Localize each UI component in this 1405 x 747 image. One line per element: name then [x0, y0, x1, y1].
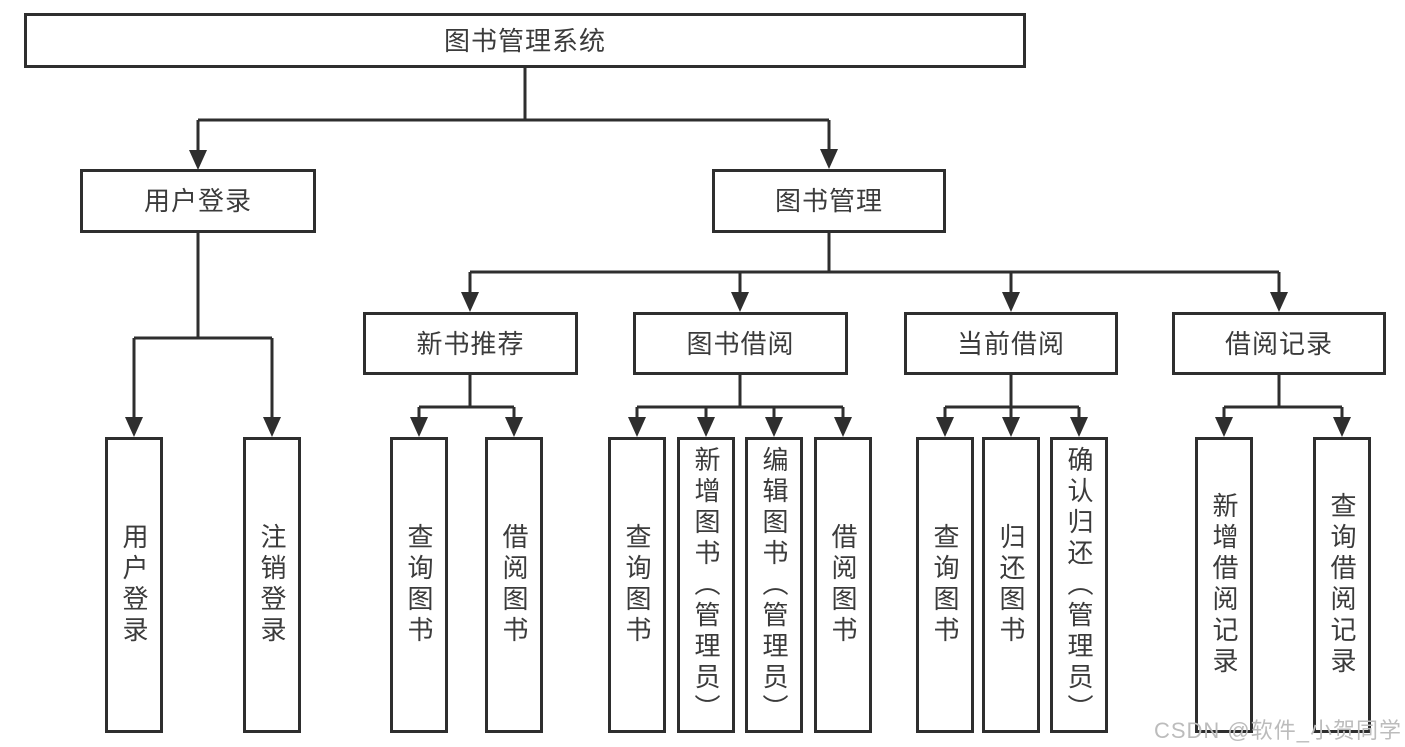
node-new-book-recommendation: 新书推荐: [363, 312, 578, 375]
leaf-query-books-recommend: 查询图书: [390, 437, 448, 733]
node-label: 查询借阅记录: [1327, 492, 1357, 678]
leaf-add-books-admin: 新增图书（管理员）: [677, 437, 735, 733]
leaf-query-books-borrowing: 查询图书: [608, 437, 666, 733]
node-label: 借阅图书: [499, 523, 529, 647]
node-book-management: 图书管理: [712, 169, 946, 233]
node-label: 借阅记录: [1224, 328, 1333, 359]
node-label: 新增图书（管理员）: [691, 445, 721, 725]
watermark: CSDN @软件_小贺同学: [1153, 718, 1402, 743]
node-book-borrowing: 图书借阅: [633, 312, 848, 375]
node-library-management-system: 图书管理系统: [24, 13, 1026, 68]
node-label: 图书管理: [774, 186, 883, 216]
node-label: 确认归还（管理员）: [1064, 445, 1094, 725]
node-label: 编辑图书（管理员）: [759, 445, 789, 725]
node-label: 新书推荐: [416, 328, 525, 359]
node-label: 查询图书: [930, 523, 960, 647]
node-label: 用户登录: [143, 186, 252, 216]
node-label: 借阅图书: [828, 523, 858, 647]
node-label: 图书借阅: [686, 328, 795, 359]
leaf-user-login: 用户登录: [105, 437, 163, 733]
leaf-return-books: 归还图书: [982, 437, 1040, 733]
arrowhead-icons: [125, 149, 1351, 437]
node-label: 图书管理系统: [443, 25, 606, 56]
node-label: 用户登录: [119, 523, 149, 647]
connector-paths: [132, 68, 1344, 419]
leaf-query-books-current: 查询图书: [916, 437, 974, 733]
node-label: 查询图书: [622, 523, 652, 647]
leaf-edit-books-admin: 编辑图书（管理员）: [745, 437, 803, 733]
node-label: 新增借阅记录: [1209, 492, 1239, 678]
leaf-borrow-books-recommend: 借阅图书: [485, 437, 543, 733]
node-label: 归还图书: [996, 523, 1026, 647]
node-user-login: 用户登录: [80, 169, 316, 233]
node-label: 查询图书: [404, 523, 434, 647]
leaf-confirm-return-admin: 确认归还（管理员）: [1050, 437, 1108, 733]
node-current-borrowing: 当前借阅: [904, 312, 1118, 375]
leaf-add-borrow-record: 新增借阅记录: [1195, 437, 1253, 733]
node-borrowing-records: 借阅记录: [1172, 312, 1386, 375]
leaf-borrow-books: 借阅图书: [814, 437, 872, 733]
node-label: 注销登录: [257, 523, 287, 647]
node-label: 当前借阅: [956, 328, 1065, 359]
leaf-query-borrow-record: 查询借阅记录: [1313, 437, 1371, 733]
leaf-logout: 注销登录: [243, 437, 301, 733]
